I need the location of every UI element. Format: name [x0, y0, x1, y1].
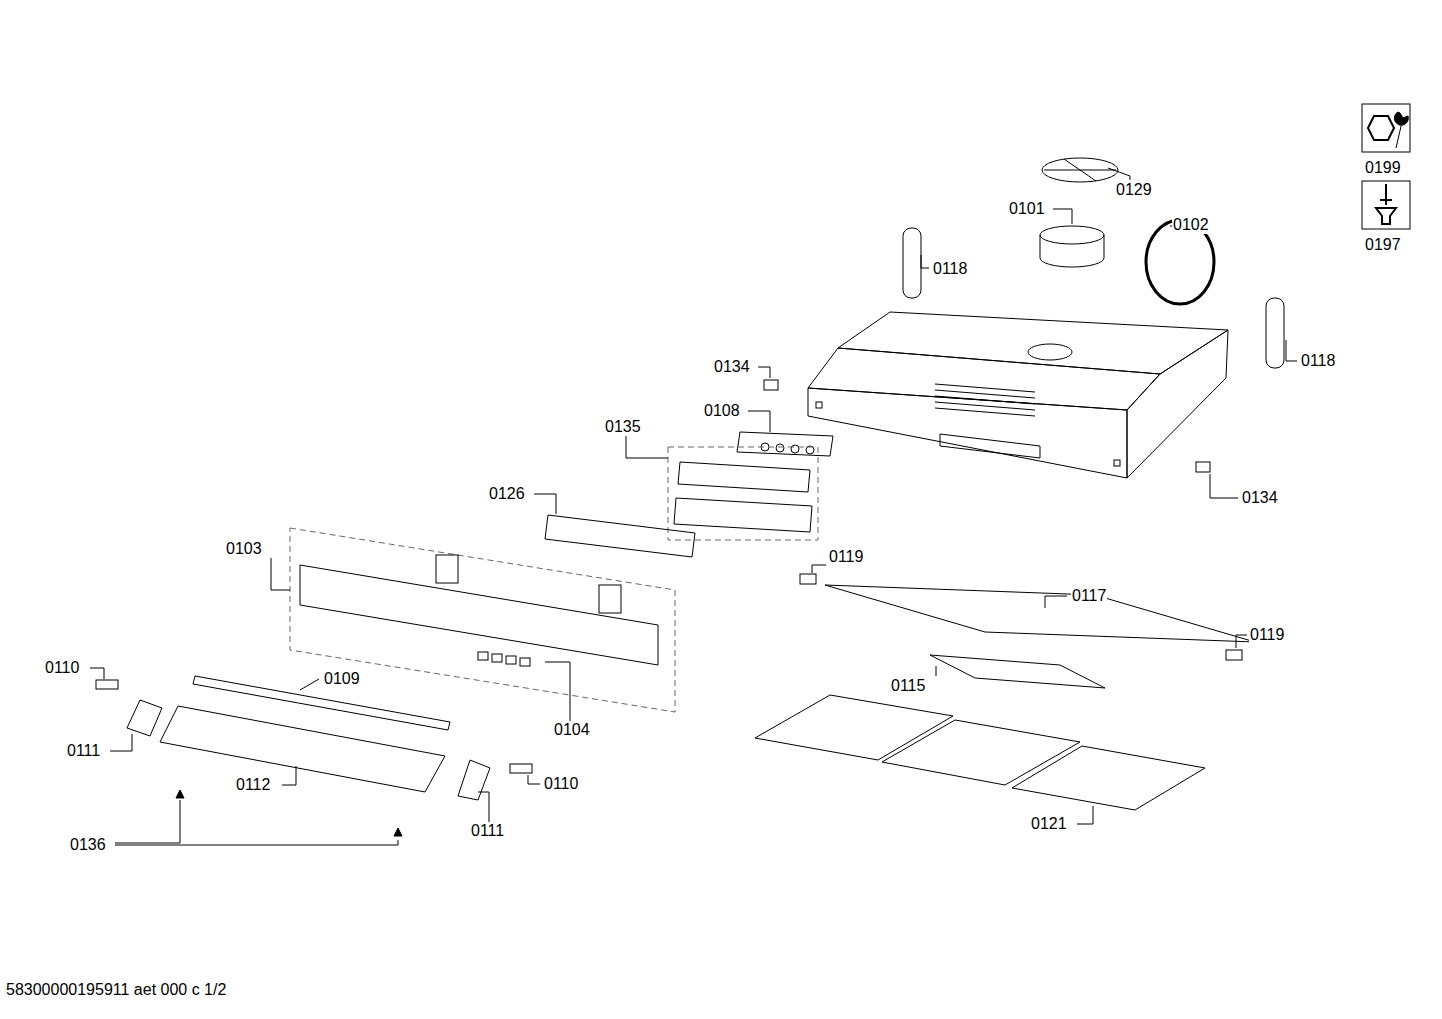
callout-number: 0126 — [488, 485, 526, 503]
leader-line — [90, 168, 1297, 845]
group-outline — [668, 447, 818, 540]
callout-number: 0101 — [1008, 200, 1046, 218]
nut-symbol — [1368, 116, 1394, 140]
tool-icon — [1362, 104, 1410, 152]
drawing-code: 58300000195911 aet 000 c 1/2 — [5, 981, 227, 999]
callout-number: 0117 — [1071, 587, 1107, 605]
end-cap — [96, 680, 118, 689]
filter — [1012, 746, 1205, 810]
callout-number: 0108 — [703, 402, 741, 420]
callout-number: 0104 — [553, 721, 591, 739]
strip — [930, 655, 1105, 688]
callout-number: 0135 — [604, 418, 642, 436]
clip — [764, 380, 778, 390]
callout-number: 0111 — [66, 742, 101, 760]
callout-number: 0110 — [44, 659, 80, 677]
callout-number: 0197 — [1364, 236, 1402, 254]
glass-panel — [160, 706, 445, 792]
callout-number: 0134 — [713, 358, 751, 376]
tool-icon — [1362, 181, 1410, 229]
callout-number: 0118 — [1300, 352, 1336, 370]
callout-number: 0129 — [1115, 181, 1153, 199]
foot — [127, 700, 162, 736]
callout-number: 0102 — [1172, 216, 1210, 234]
callout-number: 0109 — [323, 670, 361, 688]
callout-number: 0112 — [235, 776, 271, 794]
filter — [882, 720, 1080, 785]
bracket — [903, 228, 921, 298]
duct-collar — [1040, 226, 1104, 267]
rod — [193, 676, 450, 730]
callout-number: 0115 — [890, 677, 926, 695]
foot — [458, 760, 490, 800]
end-cap — [510, 764, 532, 773]
hood-body — [808, 312, 1228, 478]
grille-part — [1042, 158, 1118, 182]
callout-number: 0103 — [225, 540, 263, 558]
control-board — [737, 432, 833, 456]
housing — [674, 498, 812, 532]
callout-number: 0111 — [470, 822, 505, 840]
wrench-symbol — [1394, 112, 1408, 148]
clip — [800, 574, 816, 584]
screwdriver-symbol — [1376, 184, 1396, 224]
frame — [825, 585, 1255, 642]
callout-number: 0134 — [1241, 489, 1279, 507]
callout-number: 0119 — [1249, 626, 1285, 644]
bracket — [1266, 298, 1284, 368]
control-panel — [545, 515, 695, 557]
filter — [755, 695, 953, 760]
screw — [176, 790, 184, 798]
callout-number: 0136 — [69, 836, 107, 854]
callout-number: 0121 — [1030, 815, 1068, 833]
screw — [394, 828, 402, 836]
housing — [678, 462, 810, 492]
callout-number: 0119 — [828, 548, 864, 566]
front-panel — [300, 565, 658, 665]
callout-number: 0199 — [1364, 159, 1402, 177]
clip — [1226, 650, 1242, 660]
group-outline — [290, 528, 675, 712]
clip — [1196, 462, 1210, 472]
callout-number: 0110 — [543, 775, 579, 793]
callout-number: 0118 — [932, 260, 968, 278]
grille-part — [1044, 159, 1116, 181]
